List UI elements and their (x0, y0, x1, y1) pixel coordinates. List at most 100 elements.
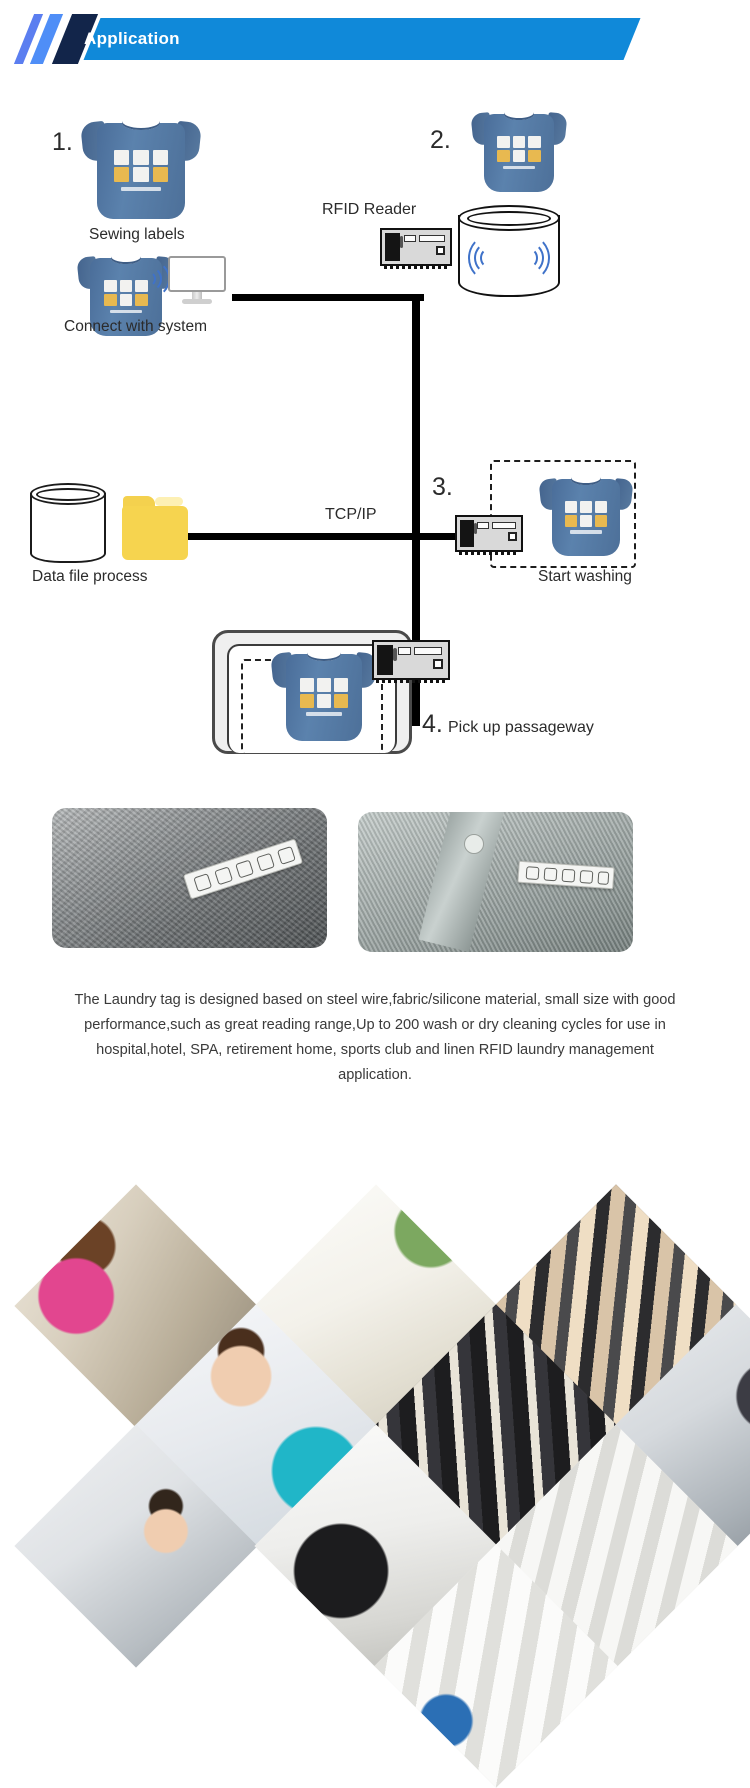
photo-tag-on-towel (52, 808, 327, 948)
tshirt-collar (110, 252, 142, 264)
reader-port-1 (397, 647, 411, 655)
folder-icon (122, 496, 188, 560)
reader-chip (433, 658, 443, 669)
reader-chip (436, 245, 446, 256)
print-cell (564, 514, 577, 527)
rfid-reader-device-step2 (380, 228, 452, 269)
reader-black-module (385, 233, 400, 261)
print-cell (497, 135, 510, 148)
reader-port-2 (413, 647, 443, 655)
print-cell (119, 279, 133, 292)
print-cell (119, 293, 133, 307)
washing-zone-dashed-box (490, 460, 636, 568)
print-cell (300, 678, 314, 692)
label-start-washing: Start washing (538, 568, 632, 585)
print-cell (579, 514, 593, 527)
reader-black-module (460, 520, 475, 547)
laundry-tag-chip (182, 838, 304, 900)
wave-arc (508, 235, 550, 281)
description-line-3: cleaning cycles for use in hospital,hote… (96, 1017, 666, 1058)
tshirt-collar (571, 474, 601, 486)
database-rim-inner (36, 488, 100, 501)
tshirt-print-grid (113, 149, 169, 183)
reader-port-1 (477, 521, 489, 529)
print-cell (334, 678, 348, 692)
step-number-2: 2. (430, 126, 451, 154)
print-cell (528, 135, 541, 148)
collar-fold (418, 812, 506, 952)
rfid-reader-device-step3 (455, 515, 523, 555)
tshirt-print-grid (564, 500, 608, 527)
monitor-stand-neck (191, 291, 203, 300)
tag-mark (579, 869, 594, 884)
drum-rim-inner (467, 211, 551, 226)
print-cell (497, 149, 510, 163)
print-cell (133, 167, 149, 183)
tag-mark (214, 866, 234, 886)
tag-mark (525, 866, 540, 881)
tag-mark (256, 852, 275, 872)
wave-arc (468, 235, 510, 281)
print-cell (317, 678, 331, 692)
photo-tag-on-collar (358, 812, 633, 952)
tshirt-print-text (109, 309, 143, 314)
rf-waves-icon-drum-right (516, 228, 556, 288)
description-line-4: linen RFID laundry management applicatio… (338, 1042, 654, 1083)
reader-port-2 (418, 234, 445, 243)
tag-mark (543, 867, 558, 882)
reader-pin-row (376, 678, 446, 683)
tag-mark (597, 871, 610, 885)
reader-led-indicator (399, 236, 404, 248)
page-header-banner: Application (0, 0, 750, 78)
tshirt-print-text (120, 186, 162, 191)
application-flow-diagram: 1. Sewing labels Connect with syste (0, 78, 750, 778)
print-cell (300, 693, 314, 708)
reader-port-1 (403, 234, 416, 243)
monitor-stand-base (181, 299, 213, 304)
print-cell (595, 514, 608, 527)
reader-led-indicator (473, 522, 477, 535)
connector-line-data-to-trunk (185, 533, 420, 540)
wave-arc (132, 260, 170, 298)
tshirt-print-text (306, 711, 342, 716)
tshirt-print-grid (300, 678, 348, 708)
rf-waves-icon-drum-left (462, 228, 502, 288)
print-cell (564, 500, 577, 513)
step-number-4: 4. (422, 710, 443, 738)
print-cell (133, 149, 149, 165)
tshirt-print-grid (497, 135, 541, 163)
tshirt-collar (503, 108, 535, 120)
reader-pin-row (384, 264, 448, 269)
print-cell (528, 149, 541, 163)
print-cell (103, 279, 117, 292)
connector-line-reader-to-trunk (232, 294, 424, 301)
tshirt-step2 (470, 104, 568, 192)
print-cell (334, 693, 348, 708)
shirt-button (464, 834, 484, 854)
page-title: Application (84, 29, 180, 48)
print-cell (103, 293, 117, 307)
folder-body (122, 506, 188, 560)
computer-monitor-icon (168, 256, 226, 304)
tshirt-step1 (80, 111, 202, 219)
application-photo-collage (0, 1098, 750, 1788)
connector-line-trunk-to-washer (412, 533, 460, 540)
tshirt-step4 (270, 643, 378, 741)
description-line-1: The Laundry tag is designed based on ste… (74, 992, 579, 1008)
tshirt-print-text (503, 165, 535, 170)
reader-led-indicator (393, 648, 397, 661)
tag-mark (276, 845, 296, 865)
tshirt-collar (122, 116, 160, 131)
monitor-screen (168, 256, 226, 292)
step-number-3: 3. (432, 473, 453, 501)
tag-mark (235, 859, 255, 879)
print-cell (113, 149, 130, 165)
reader-port-2 (491, 521, 516, 529)
connector-line-vertical-trunk (412, 294, 420, 726)
label-connect-with-system: Connect with system (64, 318, 207, 335)
tag-photo-gallery (0, 808, 750, 958)
label-tcp-ip: TCP/IP (325, 506, 377, 523)
print-cell (512, 135, 526, 148)
reader-black-module (377, 645, 394, 675)
print-cell (579, 500, 593, 513)
